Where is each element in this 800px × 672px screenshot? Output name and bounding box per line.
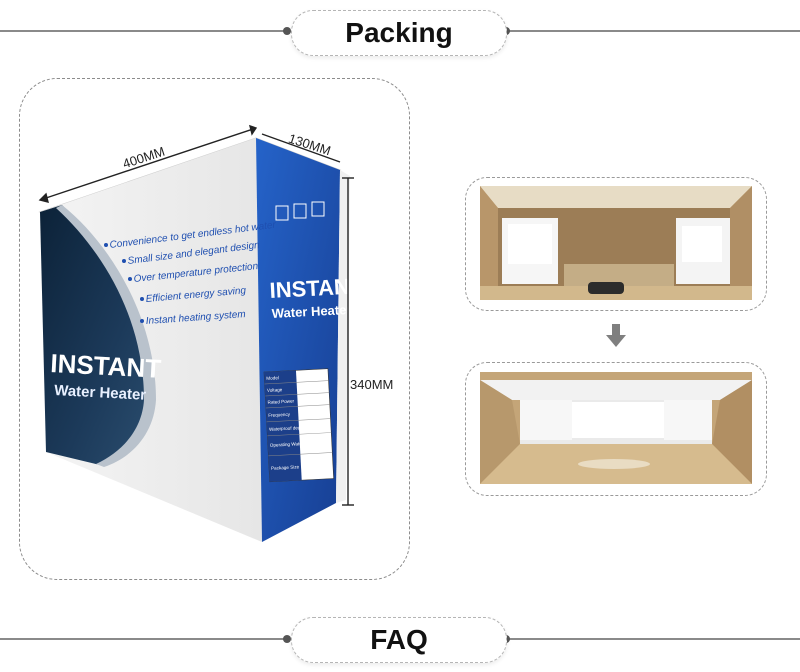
keep-dry-icon [311, 201, 325, 217]
spec-label-voltage: Voltage [267, 387, 283, 393]
box-front-white-strip [336, 170, 350, 503]
spec-label-model: Model [266, 375, 279, 381]
faq-title: FAQ [370, 624, 428, 655]
side-brand-line2: Water Heater [54, 382, 147, 404]
side-brand-line1: INSTANT [50, 348, 162, 384]
bottom-divider-left-dot [283, 635, 291, 643]
spec-label-rated-power: Rated Power [267, 398, 294, 404]
box-front-face [256, 138, 340, 542]
bottom-divider-left [0, 638, 290, 640]
top-divider-right [506, 30, 800, 32]
packing-photo-bottom [480, 372, 752, 484]
front-handling-icons [275, 201, 325, 221]
top-divider-left-dot [283, 27, 291, 35]
feature-bullet-icon [140, 297, 144, 301]
section-title-packing: Packing [291, 10, 507, 56]
spec-table: Model Voltage Rated Power Frequency Wate… [263, 368, 334, 483]
feature-bullet-icon [122, 259, 126, 263]
fragile-icon [275, 205, 289, 221]
feature-bullet-icon [140, 319, 144, 323]
box-side-dark-panel [40, 205, 152, 465]
bottom-divider-right [506, 638, 800, 640]
front-brand-line1: INSTANT [269, 273, 364, 303]
spec-label-package-size: Package Size [271, 464, 300, 470]
spec-label-waterproof: Waterproof degree [269, 425, 308, 432]
section-title-faq: FAQ [291, 617, 507, 663]
front-brand-line2: Water Heater [271, 302, 351, 321]
dimension-height-label: 340MM [350, 377, 394, 392]
dimension-lines [38, 124, 354, 506]
down-arrow-icon [606, 324, 626, 347]
this-side-up-icon [293, 203, 307, 219]
feature-bullet-icon [128, 277, 132, 281]
packing-photo-top [480, 186, 752, 300]
spec-label-pressure: Operating Water Pressure [270, 440, 324, 448]
feature-bullet-icon [104, 243, 108, 247]
packing-title: Packing [345, 17, 453, 48]
top-divider-left [0, 30, 290, 32]
spec-label-frequency: Frequency [268, 412, 291, 418]
box-side-silver-swoosh [56, 205, 156, 467]
